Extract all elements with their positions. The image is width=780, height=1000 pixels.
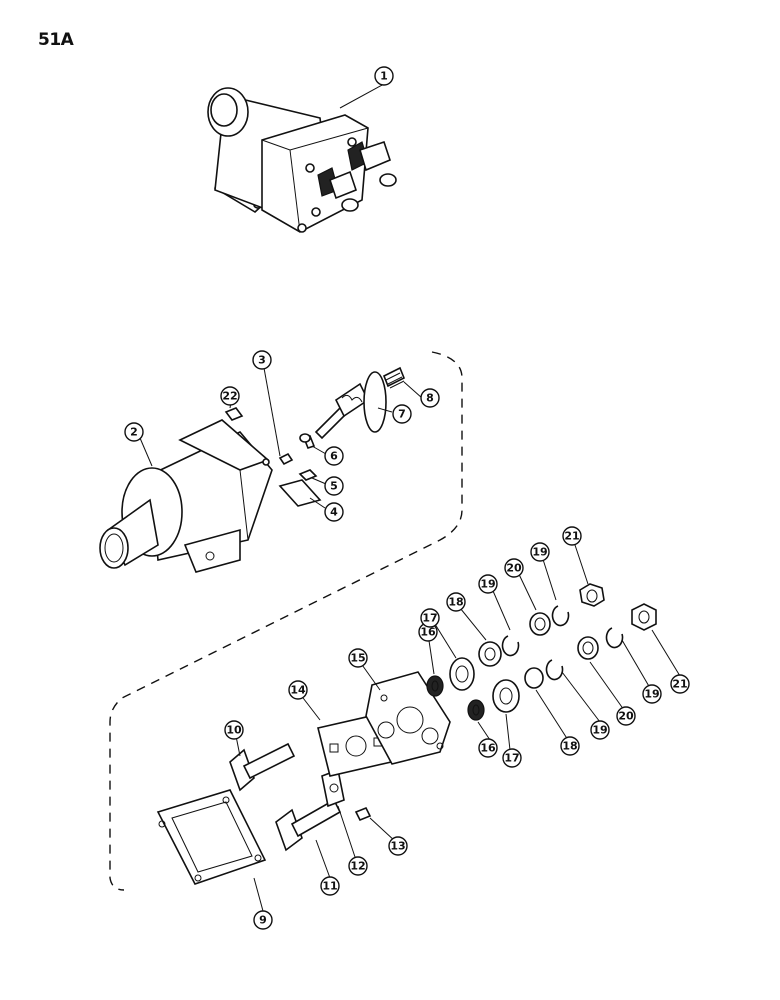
- solenoid-body-illustration: [99, 419, 273, 573]
- callout-11: 11: [320, 876, 340, 896]
- callout-20-upper-label: 20: [506, 562, 522, 575]
- callout-9: 9: [253, 910, 273, 930]
- callout-5: 5: [324, 476, 344, 496]
- callout-18-lower-label: 18: [562, 740, 577, 753]
- callout-19-upper-b-label: 19: [532, 546, 547, 559]
- page-number: 51A: [38, 30, 74, 50]
- callout-22-label: 22: [222, 390, 237, 403]
- callout-1-label: 1: [380, 70, 388, 83]
- callout-16-lower-label: 16: [480, 742, 496, 755]
- callout-10: 10: [224, 720, 244, 740]
- callout-6: 6: [324, 446, 344, 466]
- callout-16-lower: 16: [478, 738, 498, 758]
- callout-22: 22: [220, 386, 240, 406]
- callout-19-upper-b: 19: [530, 542, 550, 562]
- callout-18-upper-label: 18: [448, 596, 463, 609]
- callout-19-lower-a: 19: [590, 720, 610, 740]
- callout-18-upper: 18: [446, 592, 466, 612]
- callout-10-label: 10: [226, 724, 242, 737]
- callout-1: 1: [374, 66, 394, 86]
- callout-18-lower: 18: [560, 736, 580, 756]
- callout-17-upper: 17: [420, 608, 440, 628]
- callout-7: 7: [392, 404, 412, 424]
- callout-3-label: 3: [258, 354, 266, 367]
- solenoid-assembly-illustration: [207, 87, 397, 233]
- callout-2-label: 2: [130, 426, 138, 439]
- callout-19-upper-a-label: 19: [480, 578, 495, 591]
- washer-stack-lower: [467, 603, 657, 721]
- callout-19-upper-a: 19: [478, 574, 498, 594]
- callout-6-label: 6: [330, 450, 338, 463]
- callout-13-label: 13: [390, 840, 405, 853]
- callout-21-lower-label: 21: [672, 678, 687, 691]
- callout-19-lower-b-label: 19: [644, 688, 659, 701]
- callout-11-label: 11: [322, 880, 337, 893]
- callout-16-upper: 16: [418, 622, 438, 642]
- callout-16-upper-label: 16: [420, 626, 436, 639]
- callout-4-label: 4: [330, 506, 338, 519]
- callout-20-upper: 20: [504, 558, 524, 578]
- callout-19-lower-b: 19: [642, 684, 662, 704]
- callout-9-label: 9: [259, 914, 267, 927]
- callout-5-label: 5: [330, 480, 338, 493]
- callout-14-label: 14: [290, 684, 306, 697]
- callout-21-upper: 21: [562, 526, 582, 546]
- callout-12: 12: [348, 856, 368, 876]
- callout-20-lower: 20: [616, 706, 636, 726]
- callout-20-lower-label: 20: [618, 710, 634, 723]
- cover-plate-illustration: [365, 671, 451, 765]
- callout-4: 4: [324, 502, 344, 522]
- callout-3: 3: [252, 350, 272, 370]
- callout-14: 14: [288, 680, 308, 700]
- callout-15-label: 15: [350, 652, 365, 665]
- washer-stack-upper: [426, 583, 605, 697]
- callout-15: 15: [348, 648, 368, 668]
- callout-17-upper-label: 17: [422, 612, 437, 625]
- callout-8: 8: [420, 388, 440, 408]
- callout-2: 2: [124, 422, 144, 442]
- callout-17-lower: 17: [502, 748, 522, 768]
- callout-17-lower-label: 17: [504, 752, 519, 765]
- small-parts-illustration: [224, 407, 322, 507]
- callout-13: 13: [388, 836, 408, 856]
- callout-21-upper-label: 21: [564, 530, 579, 543]
- plunger-and-spring-illustration: [314, 366, 406, 440]
- callout-7-label: 7: [398, 408, 406, 421]
- callout-12-label: 12: [350, 860, 365, 873]
- group-boundary-line: [109, 351, 463, 891]
- callout-8-label: 8: [426, 392, 434, 405]
- callout-19-lower-a-label: 19: [592, 724, 607, 737]
- gasket-illustration: [156, 789, 267, 885]
- callout-21-lower: 21: [670, 674, 690, 694]
